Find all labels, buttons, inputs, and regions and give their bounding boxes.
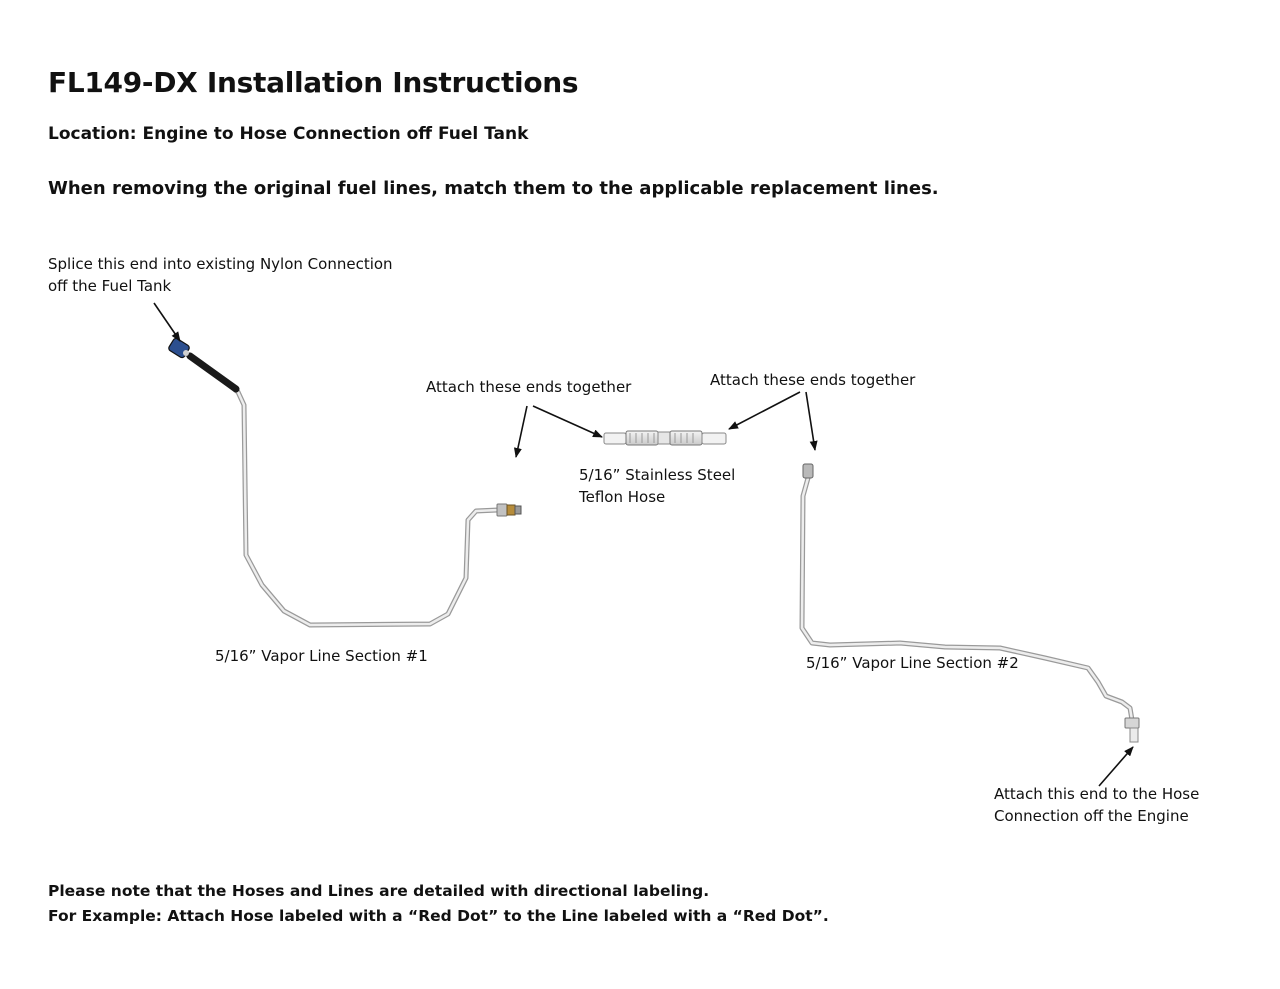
attach-left-arrow-2 [532, 405, 603, 438]
splice-arrow [153, 302, 181, 342]
attach-right-arrow-2 [805, 391, 818, 451]
end-fitting [1124, 717, 1140, 729]
tube-nut-fitting [496, 503, 508, 517]
hose-callout: 5/16” Stainless Steel Teflon Hose [579, 464, 735, 508]
vapor-line-section-1 [168, 337, 522, 628]
stainless-teflon-hose [603, 430, 727, 446]
attach-right-callout: Attach these ends together [710, 371, 916, 389]
splice-callout: Splice this end into existing Nylon Conn… [48, 253, 393, 297]
instruction-text: When removing the original fuel lines, m… [48, 178, 939, 199]
hose-callout-line-1: 5/16” Stainless Steel [579, 466, 736, 484]
footer-line-1: Please note that the Hoses and Lines are… [48, 882, 710, 900]
footer-note: Please note that the Hoses and Lines are… [48, 879, 829, 929]
vapor-line-section-2 [799, 463, 1140, 743]
engine-callout: Attach this end to the Hose Connection o… [994, 783, 1199, 827]
engine-callout-line-1: Attach this end to the Hose [994, 785, 1200, 803]
engine-arrow [1098, 746, 1134, 787]
engine-callout-line-2: Connection off the Engine [994, 807, 1189, 825]
vapor-line-1-label: 5/16” Vapor Line Section #1 [215, 647, 428, 665]
tube-nut-fitting [802, 463, 814, 479]
attach-right-arrow-1 [728, 391, 801, 430]
callout-arrows [153, 302, 1134, 787]
footer-line-2: For Example: Attach Hose labeled with a … [48, 907, 829, 925]
hose-callout-line-2: Teflon Hose [579, 488, 666, 506]
vapor-line-2-label: 5/16” Vapor Line Section #2 [806, 654, 1019, 672]
splice-callout-line-2: off the Fuel Tank [48, 277, 172, 295]
attach-left-callout: Attach these ends together [426, 378, 632, 396]
page-title: FL149-DX Installation Instructions [48, 66, 579, 99]
splice-callout-line-1: Splice this end into existing Nylon Conn… [48, 255, 393, 273]
location-subtitle: Location: Engine to Hose Connection off … [48, 124, 529, 144]
attach-left-arrow-1 [513, 405, 528, 458]
